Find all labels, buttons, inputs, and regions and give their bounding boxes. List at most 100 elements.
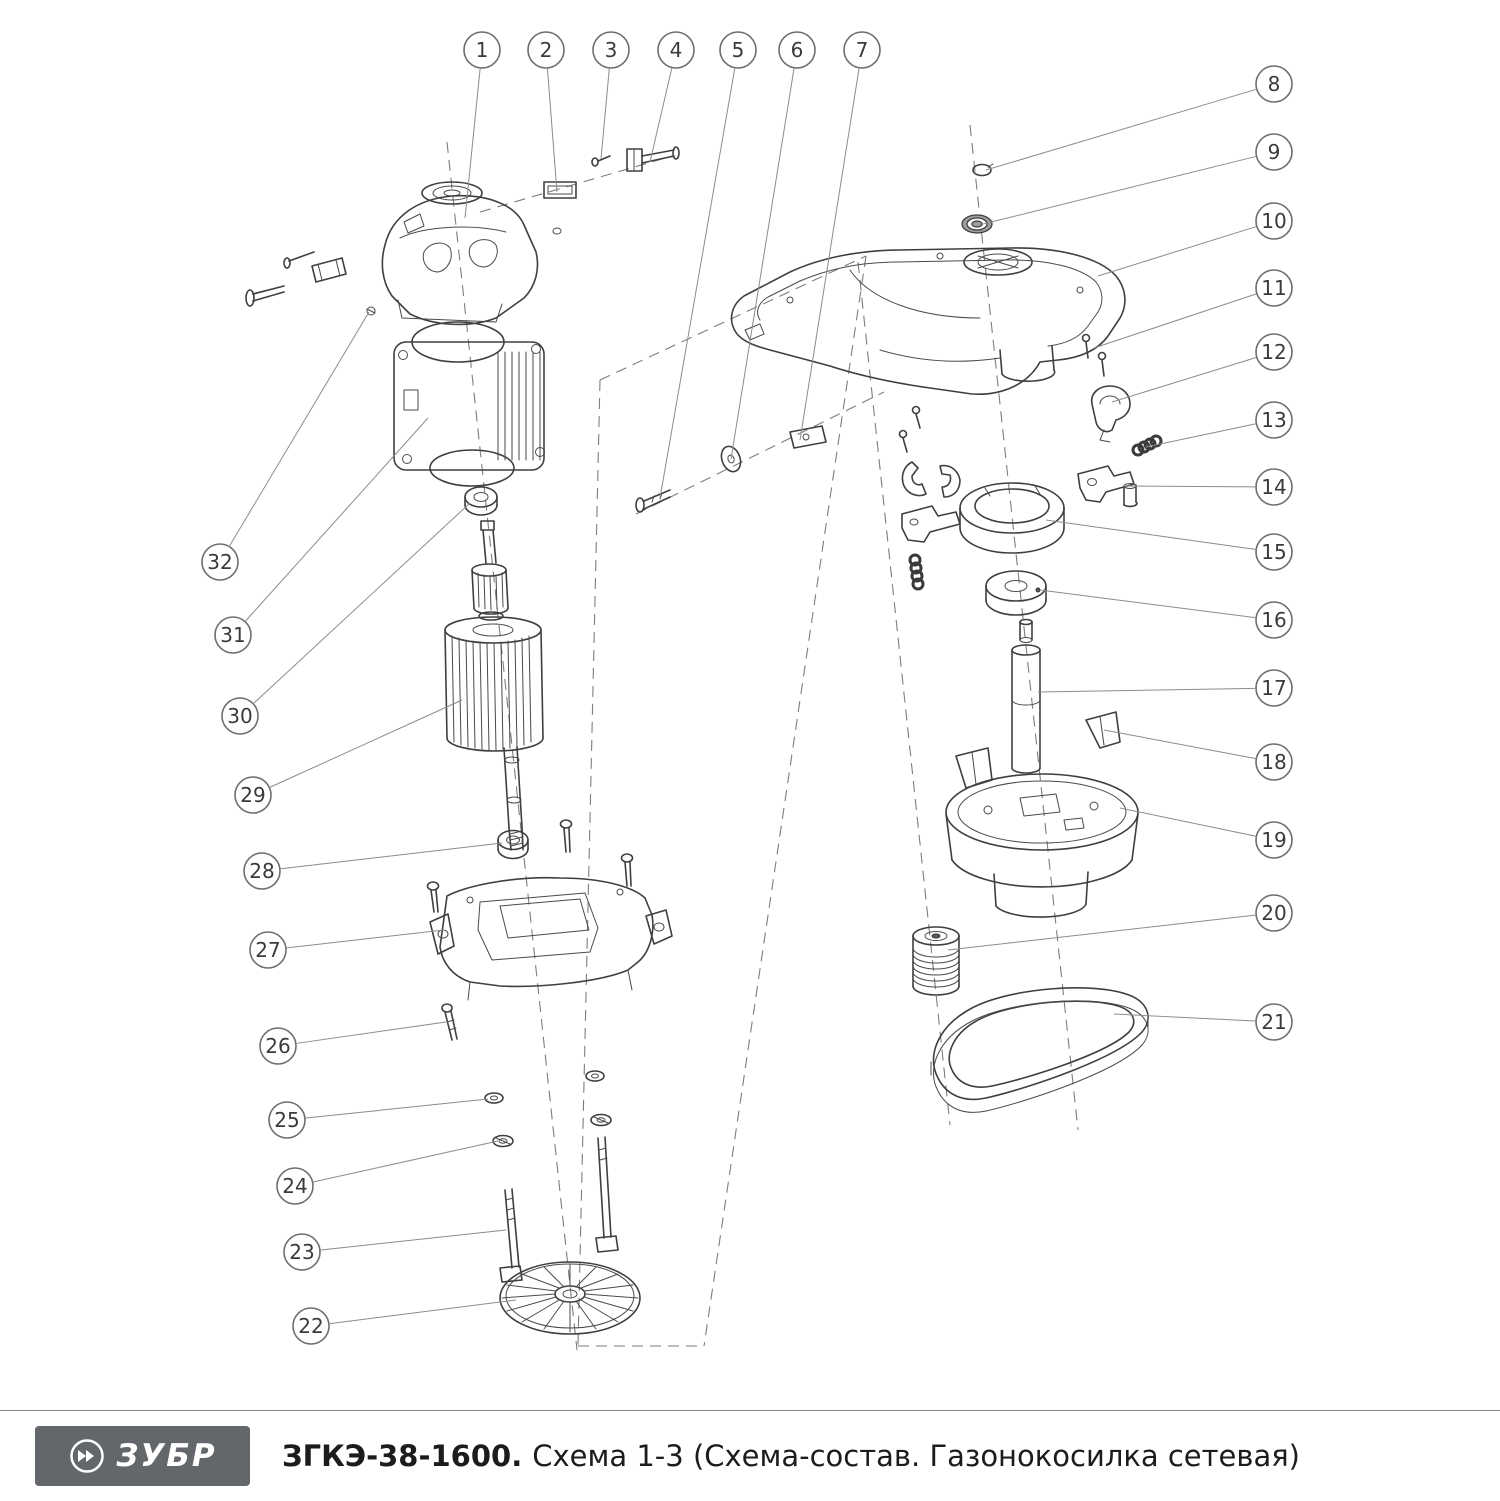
callout-circle-4 (657, 31, 695, 69)
callout-4: 4 (657, 31, 695, 69)
brackets-part18 (955, 711, 1121, 789)
leader-line-12 (1111, 357, 1256, 403)
callout-circle-30 (221, 697, 259, 735)
callout-number-4: 4 (670, 38, 683, 62)
leader-line-10 (1097, 226, 1257, 277)
screw-part3 (591, 155, 611, 167)
callout-1: 1 (463, 31, 501, 69)
leader-line-8 (985, 88, 1256, 171)
callout-17: 17 (1255, 669, 1293, 707)
callout-7: 7 (843, 31, 881, 69)
callout-circle-27 (249, 931, 287, 969)
callout-6: 6 (778, 31, 816, 69)
callout-circle-22 (292, 1307, 330, 1345)
belt-part21 (930, 987, 1149, 1113)
callout-10: 10 (1255, 202, 1293, 240)
callout-circle-18 (1255, 743, 1293, 781)
callout-circle-26 (259, 1027, 297, 1065)
callout-circle-1 (463, 31, 501, 69)
callout-number-18: 18 (1261, 750, 1286, 774)
callout-circle-20 (1255, 894, 1293, 932)
cam-lever-part12 (1090, 385, 1131, 443)
model-number: ЗГКЭ-38-1600. (282, 1439, 523, 1473)
leader-line-32 (229, 311, 370, 546)
callout-number-8: 8 (1268, 72, 1281, 96)
zubr-emblem-icon (70, 1439, 105, 1473)
leader-line-7 (799, 68, 860, 441)
callout-23: 23 (283, 1233, 321, 1271)
deck-small-parts-left (898, 405, 961, 591)
callout-22: 22 (292, 1307, 330, 1345)
callout-number-5: 5 (732, 38, 745, 62)
callout-24: 24 (276, 1167, 314, 1205)
callout-26: 26 (259, 1027, 297, 1065)
callout-number-29: 29 (240, 783, 265, 807)
spool-part20 (912, 926, 960, 996)
callout-circle-7 (843, 31, 881, 69)
gearbox-housing (429, 876, 673, 1001)
callout-number-24: 24 (282, 1174, 307, 1198)
leader-line-18 (1103, 729, 1256, 759)
callout-27: 27 (249, 931, 287, 969)
caption-subtitle: Схема 1-3 (Схема-состав. Газонокосилка с… (532, 1439, 1300, 1473)
callout-circle-24 (276, 1167, 314, 1205)
switch-plate-part2 (543, 181, 577, 235)
brand-name: ЗУБР (116, 1438, 217, 1474)
collar-ring-part15 (959, 482, 1065, 554)
bearing-part9 (961, 214, 993, 234)
callout-number-31: 31 (220, 623, 245, 647)
circlip-part8 (972, 163, 994, 177)
fan-impeller (499, 1261, 641, 1335)
callout-number-17: 17 (1261, 676, 1286, 700)
callout-21: 21 (1255, 1003, 1293, 1041)
callout-circle-2 (527, 31, 565, 69)
footer: ЗУБР ЗГКЭ-38-1600. Схема 1-3 (Схема-соста… (0, 1410, 1500, 1501)
deck-cover (730, 247, 1126, 395)
callout-number-22: 22 (298, 1314, 323, 1338)
callout-19: 19 (1255, 821, 1293, 859)
callout-circle-19 (1255, 821, 1293, 859)
callout-number-10: 10 (1261, 209, 1286, 233)
callout-32: 32 (201, 543, 239, 581)
callout-number-7: 7 (856, 38, 869, 62)
leader-line-16 (1039, 589, 1256, 619)
clamp-part14 (1077, 465, 1138, 508)
leader-line-13 (1145, 423, 1256, 448)
callout-number-28: 28 (249, 859, 274, 883)
callout-circle-12 (1255, 333, 1293, 371)
screw-part26 (441, 1003, 458, 1041)
leader-line-31 (245, 417, 429, 622)
callout-number-27: 27 (255, 938, 280, 962)
leader-line-4 (649, 68, 673, 163)
shaft-part17 (1011, 618, 1041, 774)
callout-18: 18 (1255, 743, 1293, 781)
callout-3: 3 (592, 31, 630, 69)
bowl-housing-part19 (945, 773, 1139, 918)
callout-11: 11 (1255, 269, 1293, 307)
leader-line-28 (280, 842, 503, 870)
callout-number-26: 26 (265, 1034, 290, 1058)
callout-number-2: 2 (540, 38, 553, 62)
callout-28: 28 (243, 852, 281, 890)
callout-number-6: 6 (791, 38, 804, 62)
callout-circle-6 (778, 31, 816, 69)
motor-housing-cap (381, 181, 539, 326)
callout-8: 8 (1255, 65, 1293, 103)
leader-line-14 (1123, 485, 1256, 488)
callout-number-32: 32 (207, 550, 232, 574)
callout-number-3: 3 (605, 38, 618, 62)
callout-number-12: 12 (1261, 340, 1286, 364)
callout-30: 30 (221, 697, 259, 735)
leader-line-19 (1119, 807, 1256, 837)
callout-25: 25 (268, 1101, 306, 1139)
washer-part6 (720, 445, 742, 473)
callout-31: 31 (214, 616, 252, 654)
callout-number-20: 20 (1261, 901, 1286, 925)
callout-number-23: 23 (289, 1240, 314, 1264)
diagram-caption: ЗГКЭ-38-1600. Схема 1-3 (Схема-состав. Га… (282, 1439, 1300, 1473)
gearbox-screws (426, 819, 634, 913)
callout-12: 12 (1255, 333, 1293, 371)
bearing-lower (497, 829, 529, 860)
